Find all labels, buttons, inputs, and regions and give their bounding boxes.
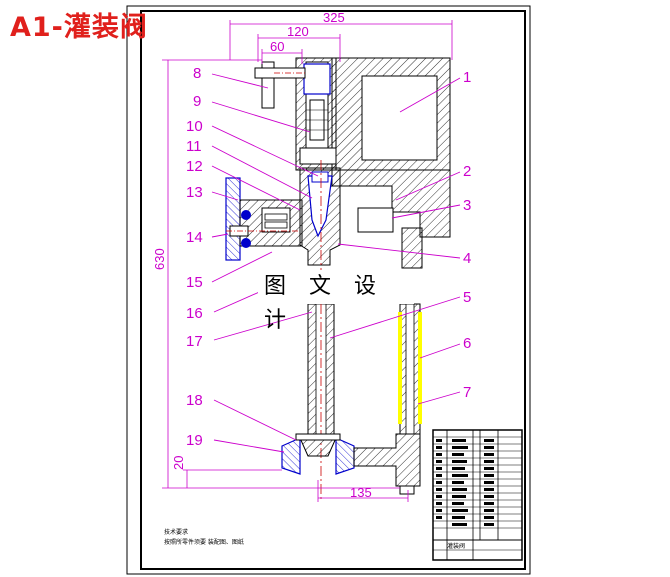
part-label-10: 10 bbox=[186, 118, 203, 135]
parts-list bbox=[432, 429, 523, 561]
lever bbox=[254, 61, 306, 109]
part-label-19: 19 bbox=[186, 432, 203, 449]
part-label-7: 7 bbox=[463, 384, 471, 401]
part-label-5: 5 bbox=[463, 289, 471, 306]
part-label-3: 3 bbox=[463, 197, 471, 214]
drawing-title: A1-灌装阀 bbox=[10, 12, 148, 43]
dim-20: 20 bbox=[171, 456, 186, 470]
watermark: 图 文 设 计 bbox=[258, 270, 414, 333]
part-label-12: 12 bbox=[186, 158, 203, 175]
valve-body bbox=[331, 57, 451, 238]
part-label-8: 8 bbox=[193, 65, 201, 82]
valve-seat bbox=[299, 167, 341, 266]
inner-frame bbox=[140, 10, 526, 570]
tech-heading: 技术要求 bbox=[164, 529, 189, 536]
parts-list-text-marks bbox=[436, 439, 494, 526]
part-label-17: 17 bbox=[186, 333, 203, 350]
part-label-4: 4 bbox=[463, 250, 471, 267]
leader-lines bbox=[211, 73, 461, 453]
tech-line-1: 按照所零件须要 装配图、图纸 bbox=[164, 539, 244, 546]
part-label-11: 11 bbox=[186, 138, 202, 155]
outer-frame bbox=[126, 5, 531, 575]
dim-325: 325 bbox=[323, 10, 345, 25]
part-label-9: 9 bbox=[193, 93, 201, 110]
title-block-name: 灌装阀 bbox=[447, 543, 466, 550]
side-actuator bbox=[225, 177, 303, 261]
dim-135: 135 bbox=[350, 485, 372, 500]
dim-630: 630 bbox=[152, 248, 167, 270]
dimension-lines bbox=[162, 20, 453, 502]
dim-60: 60 bbox=[270, 39, 284, 54]
part-label-13: 13 bbox=[186, 184, 203, 201]
dim-120: 120 bbox=[287, 24, 309, 39]
part-label-2: 2 bbox=[463, 163, 471, 180]
part-numbers: 1 2 3 4 5 6 7 8 9 10 11 12 13 14 15 16 1… bbox=[186, 65, 471, 449]
part-label-15: 15 bbox=[186, 274, 203, 291]
part-label-18: 18 bbox=[186, 392, 203, 409]
part-label-6: 6 bbox=[463, 335, 471, 352]
nozzle bbox=[281, 433, 421, 495]
technical-requirements: 技术要求 按照所零件须要 装配图、图纸 bbox=[164, 528, 244, 548]
part-label-14: 14 bbox=[186, 229, 203, 246]
part-label-1: 1 bbox=[463, 69, 471, 86]
return-pipe bbox=[398, 227, 423, 435]
part-label-16: 16 bbox=[186, 305, 203, 322]
